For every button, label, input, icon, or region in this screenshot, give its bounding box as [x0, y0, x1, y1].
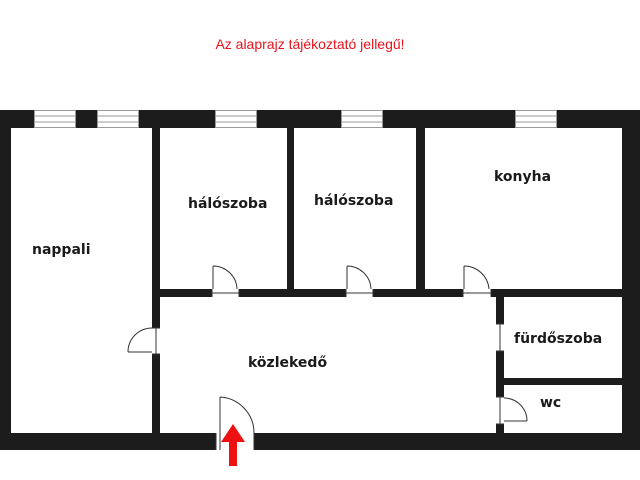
interior-walls: [152, 128, 622, 433]
wall-bath-wc: [504, 378, 622, 385]
door-swing-icon: [211, 265, 240, 298]
door-swing-icon: [462, 265, 492, 298]
window-icon: [215, 110, 257, 128]
door-swing-icon: [127, 327, 161, 355]
wall-bedroom-kitchen: [416, 128, 425, 293]
door-swing-icon: [345, 265, 374, 298]
room-label-haloszoba-2: hálószoba: [314, 193, 393, 209]
window-icon: [515, 110, 557, 128]
room-label-konyha: konyha: [494, 169, 551, 185]
room-label-kozlekedo: közlekedő: [248, 355, 327, 371]
entrance-arrow-icon: [221, 424, 245, 466]
windows: [34, 110, 557, 128]
left-wall: [0, 110, 11, 450]
wall-hall-top: [160, 289, 622, 297]
bottom-wall: [0, 433, 640, 450]
window-icon: [97, 110, 139, 128]
room-label-wc: wc: [540, 395, 561, 411]
room-label-haloszoba-1: hálószoba: [188, 196, 267, 212]
wall-bedrooms-divider: [287, 128, 294, 293]
door-swing-icon: [495, 396, 528, 425]
wall-hall-right: [496, 297, 504, 433]
window-icon: [34, 110, 76, 128]
window-icon: [341, 110, 383, 128]
room-label-furdoszoba: fürdőszoba: [514, 331, 602, 347]
right-wall: [622, 110, 640, 450]
outer-walls: [0, 110, 640, 450]
wall-nappali-right: [152, 128, 160, 433]
room-label-nappali: nappali: [32, 242, 91, 258]
door-swing-icon: [495, 323, 505, 352]
disclaimer-text: Az alaprajz tájékoztató jellegű!: [215, 36, 405, 52]
top-wall: [0, 110, 640, 128]
